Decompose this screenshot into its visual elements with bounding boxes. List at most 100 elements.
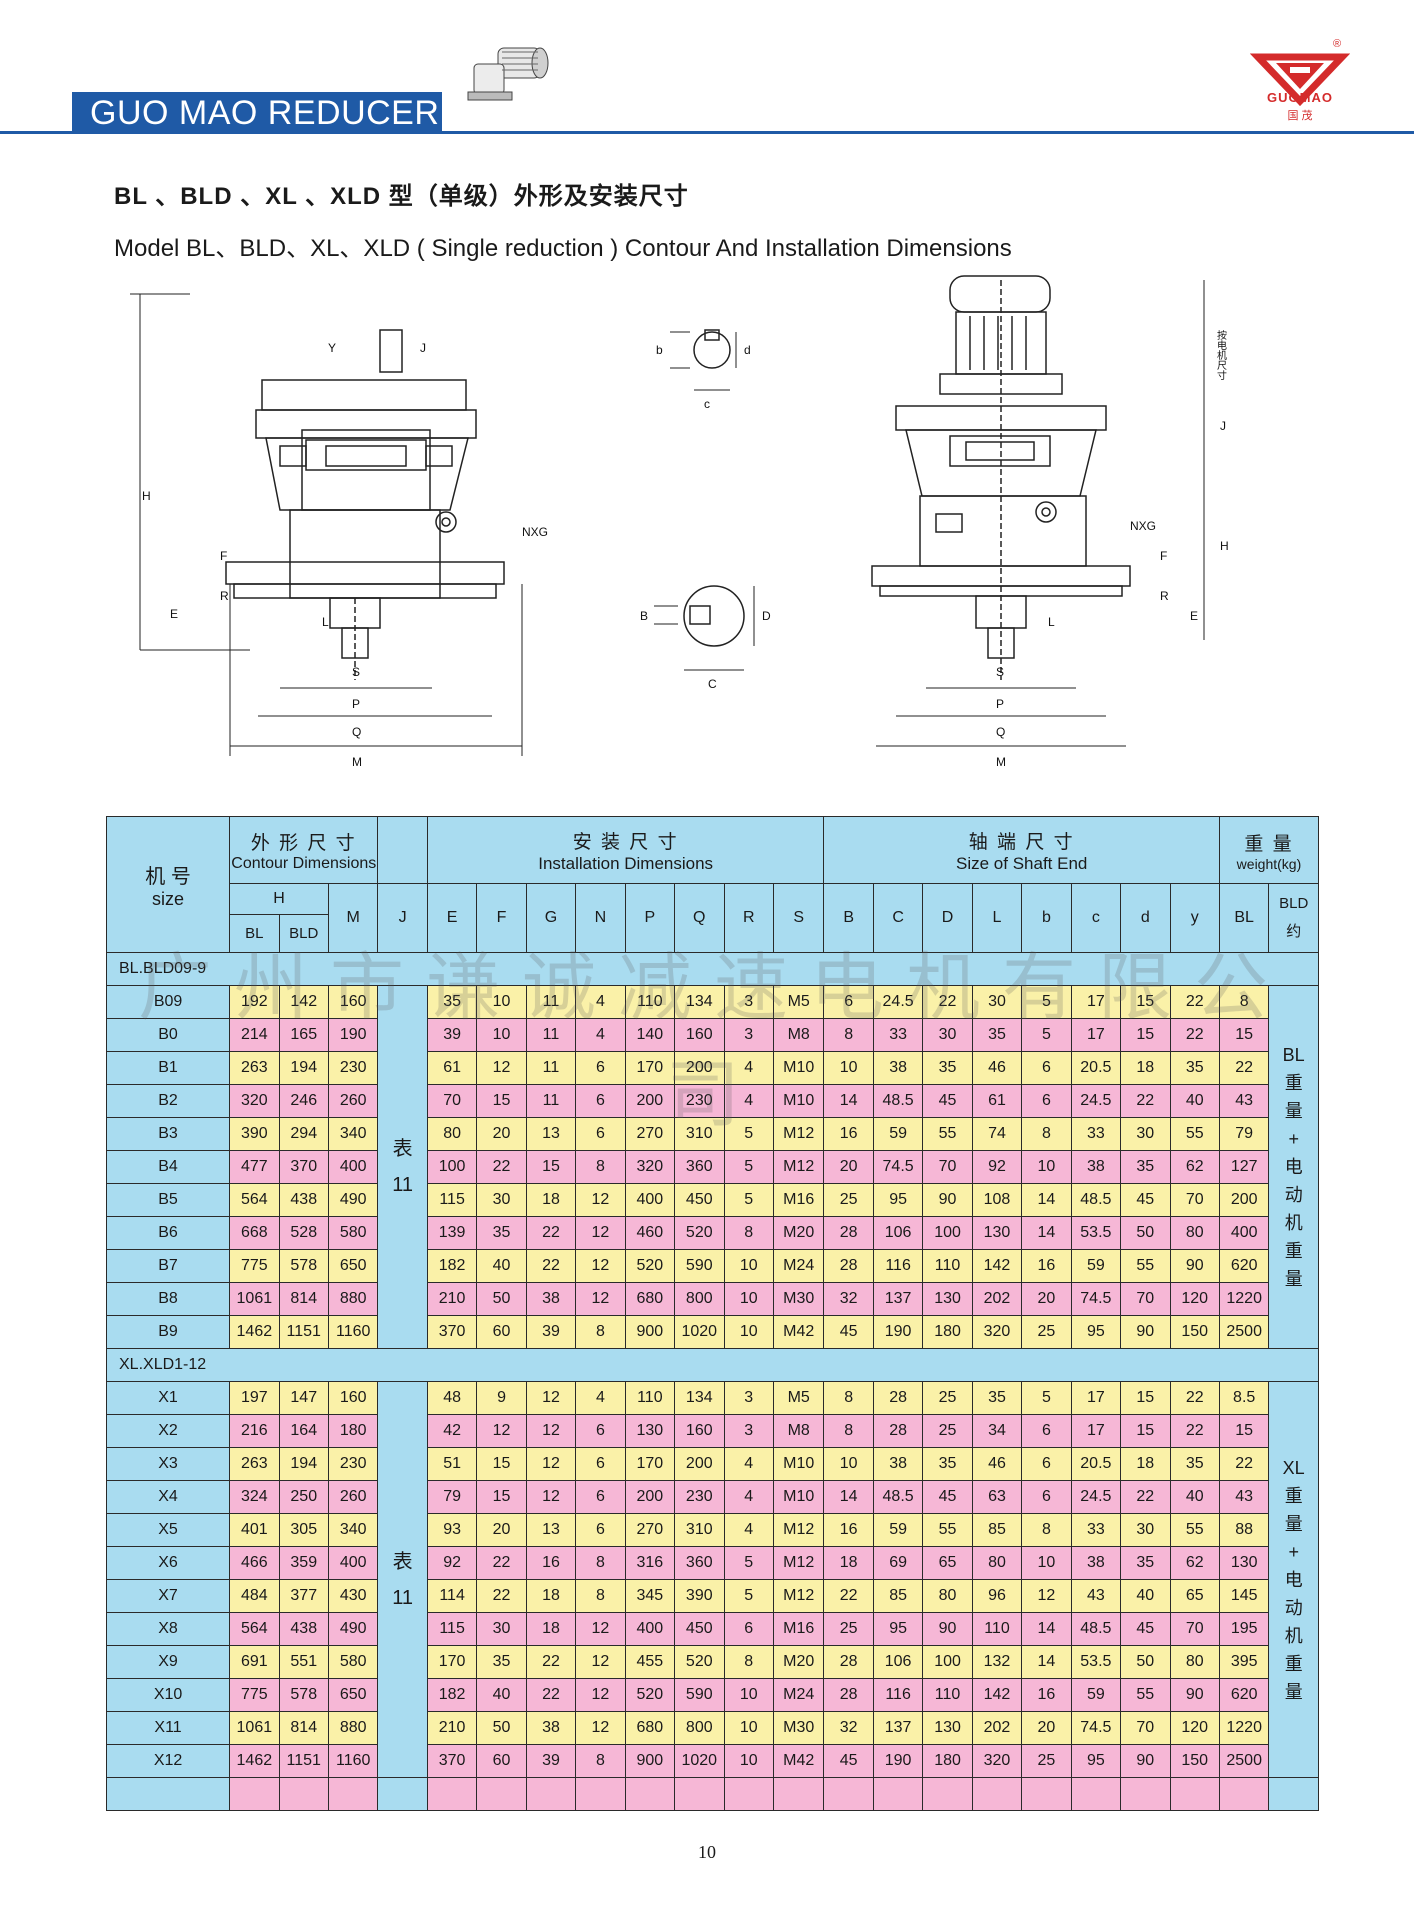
cell-d: 110 xyxy=(922,1678,973,1712)
cell-h-bld: 578 xyxy=(278,1678,329,1712)
cell-r: 5 xyxy=(723,1117,774,1151)
hdr-weight-BL: BL xyxy=(1218,883,1270,953)
cell-w-bl: 22 xyxy=(1218,1447,1270,1481)
cell-f: 22 xyxy=(476,1150,527,1184)
cell-m: 400 xyxy=(327,1546,379,1580)
cell-b: 5 xyxy=(1021,985,1072,1019)
cell-b: 14 xyxy=(1021,1645,1072,1679)
cell-c: 95 xyxy=(872,1183,924,1217)
cell-h-bl: 484 xyxy=(229,1579,280,1613)
cell-l: 320 xyxy=(971,1744,1023,1778)
cell-l: 110 xyxy=(971,1612,1023,1646)
cell-l: 142 xyxy=(971,1678,1023,1712)
cell-c: 53.5 xyxy=(1070,1645,1122,1679)
j-note-text: 11 xyxy=(392,1174,414,1196)
hdr-weight: 重 量 weight(kg) xyxy=(1218,816,1320,884)
cell-h-bl: 214 xyxy=(229,1018,280,1052)
cell-size: B6 xyxy=(105,1216,231,1250)
cell-d: 100 xyxy=(922,1645,973,1679)
empty-cell xyxy=(229,1777,280,1811)
cell-q: 360 xyxy=(674,1546,725,1580)
cell-l: 108 xyxy=(971,1183,1023,1217)
cell-c: 38 xyxy=(872,1051,924,1085)
cell-l: 130 xyxy=(971,1216,1023,1250)
dim-label-P: P xyxy=(352,697,360,711)
cell-q: 450 xyxy=(674,1183,725,1217)
cell-h-bld: 370 xyxy=(278,1150,329,1184)
shaft-section-small xyxy=(670,329,737,391)
cell-r: 5 xyxy=(723,1579,774,1613)
cell-n: 12 xyxy=(575,1282,626,1316)
cell-n: 6 xyxy=(575,1084,626,1118)
empty-cell xyxy=(922,1777,973,1811)
weight-note-text: 量 xyxy=(1284,1101,1303,1121)
cell-s: M24 xyxy=(772,1249,825,1283)
cell-size: X3 xyxy=(105,1447,231,1481)
cell-e: 182 xyxy=(426,1678,478,1712)
cell-c: 38 xyxy=(872,1447,924,1481)
cell-d: 90 xyxy=(1120,1744,1171,1778)
cell-c: 74.5 xyxy=(872,1150,924,1184)
hdr-h-group: H BL BLD xyxy=(229,883,329,953)
cell-e: 79 xyxy=(426,1480,478,1514)
cell-h-bld: 147 xyxy=(278,1381,329,1415)
cell-h-bl: 263 xyxy=(229,1051,280,1085)
cell-d: 35 xyxy=(922,1051,973,1085)
cell-m: 430 xyxy=(327,1579,379,1613)
cell-g: 18 xyxy=(525,1183,577,1217)
cell-n: 6 xyxy=(575,1513,626,1547)
cell-y: 62 xyxy=(1169,1150,1220,1184)
cell-e: 48 xyxy=(426,1381,478,1415)
cell-d: 22 xyxy=(1120,1084,1171,1118)
cell-r: 4 xyxy=(723,1051,774,1085)
dim-label-M: M xyxy=(352,755,362,769)
empty-cell xyxy=(278,1777,329,1811)
cell-n: 4 xyxy=(575,985,626,1019)
cell-p: 270 xyxy=(624,1117,676,1151)
hdr-D: D xyxy=(922,883,973,953)
dim-label-S: S xyxy=(352,665,360,679)
cell-w-bl: 15 xyxy=(1218,1414,1270,1448)
cell-h-bl: 477 xyxy=(229,1150,280,1184)
cell-b: 10 xyxy=(1021,1546,1072,1580)
cell-h-bl: 691 xyxy=(229,1645,280,1679)
cell-d: 15 xyxy=(1120,985,1171,1019)
cell-q: 200 xyxy=(674,1051,725,1085)
cell-c: 24.5 xyxy=(872,985,924,1019)
cell-size: B9 xyxy=(105,1315,231,1349)
cell-l: 30 xyxy=(971,985,1023,1019)
cell-w-bl: 8 xyxy=(1218,985,1270,1019)
cell-e: 92 xyxy=(426,1546,478,1580)
cell-y: 120 xyxy=(1169,1282,1220,1316)
cell-n: 4 xyxy=(575,1381,626,1415)
empty-cell xyxy=(105,1777,231,1811)
cell-d: 15 xyxy=(1120,1381,1171,1415)
cell-b: 8 xyxy=(1021,1117,1072,1151)
cell-e: 42 xyxy=(426,1414,478,1448)
hdr-y: y xyxy=(1169,883,1220,953)
cell-r: 10 xyxy=(723,1282,774,1316)
cell-q: 520 xyxy=(674,1645,725,1679)
cell-s: M12 xyxy=(772,1579,825,1613)
cell-r: 4 xyxy=(723,1513,774,1547)
cell-r: 10 xyxy=(723,1249,774,1283)
cell-c: 17 xyxy=(1070,1414,1122,1448)
cell-size: B1 xyxy=(105,1051,231,1085)
empty-cell xyxy=(823,1777,874,1811)
cell-r: 3 xyxy=(723,1018,774,1052)
hdr-L: L xyxy=(971,883,1023,953)
cell-e: 51 xyxy=(426,1447,478,1481)
cell-b: 8 xyxy=(823,1381,874,1415)
empty-cell xyxy=(575,1777,626,1811)
cell-p: 200 xyxy=(624,1084,676,1118)
cell-e: 139 xyxy=(426,1216,478,1250)
cell-b: 6 xyxy=(1021,1447,1072,1481)
cell-d: 55 xyxy=(1120,1678,1171,1712)
